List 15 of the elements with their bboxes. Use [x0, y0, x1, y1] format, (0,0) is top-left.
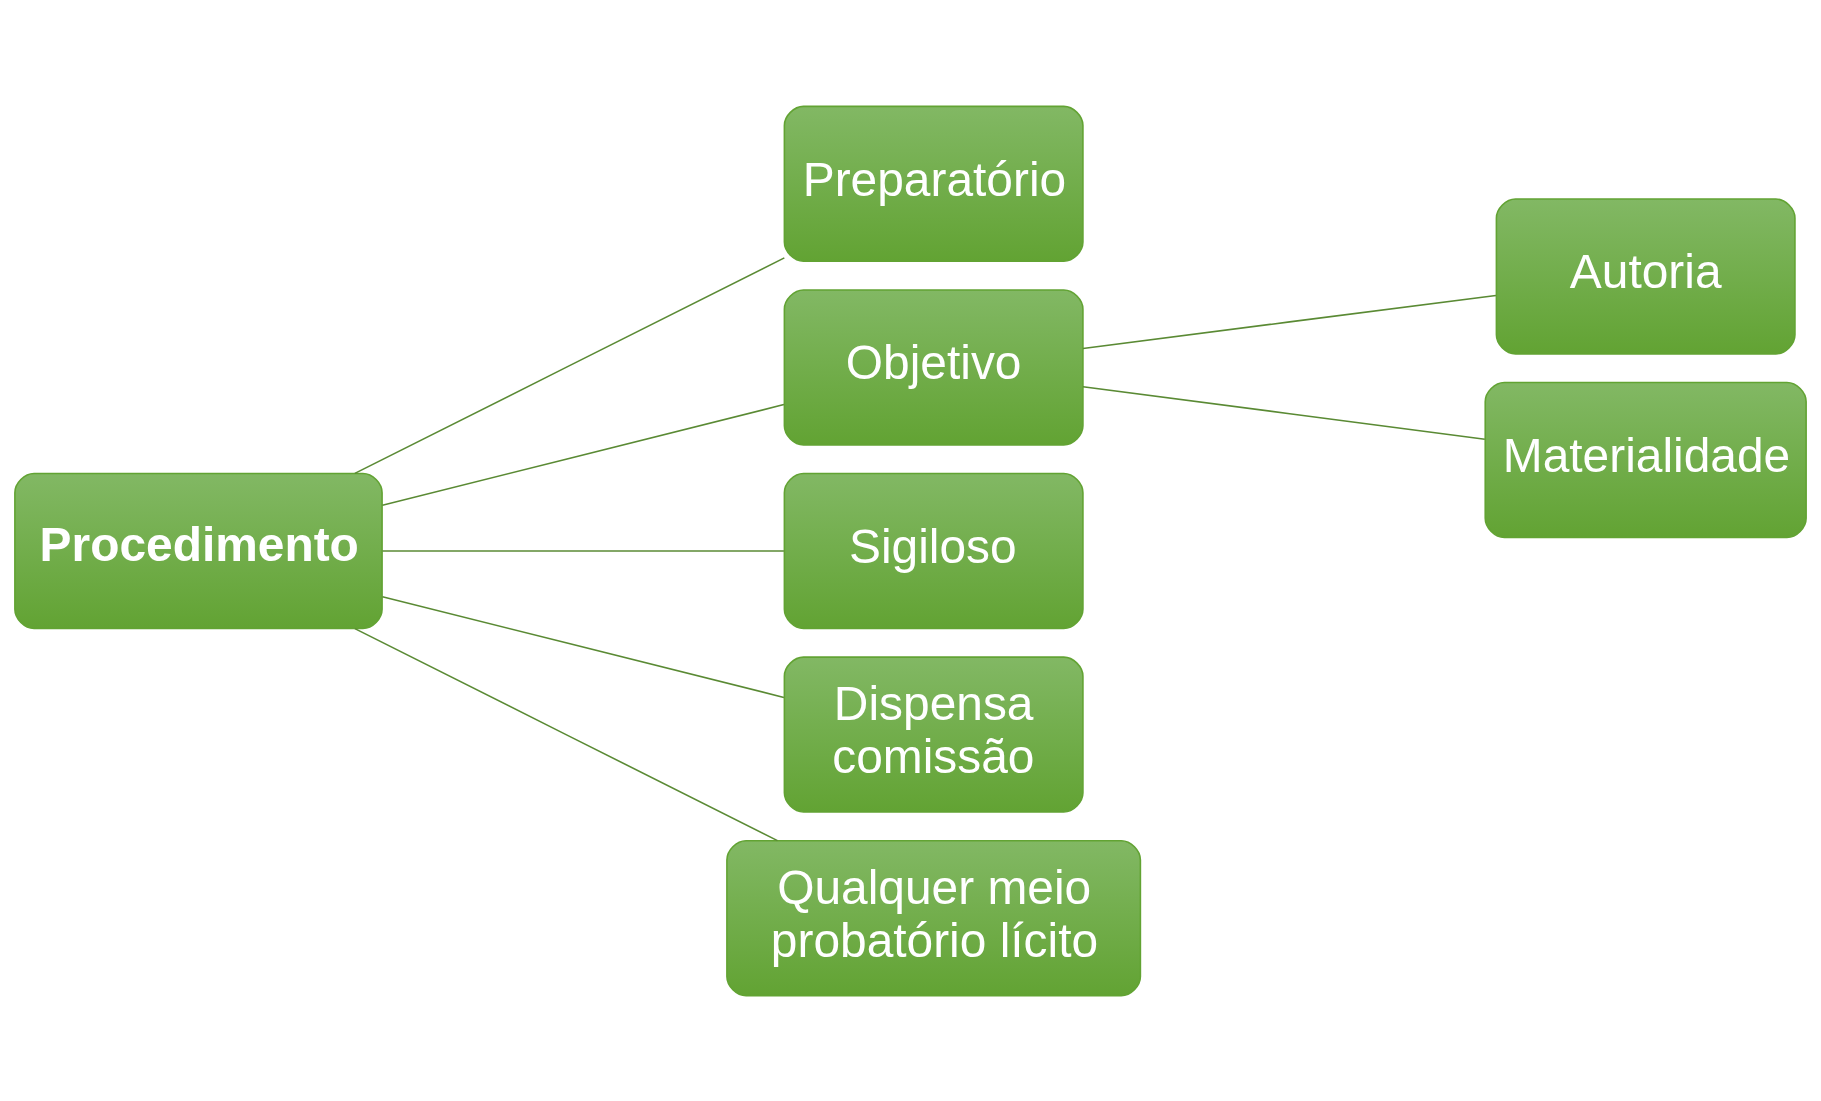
- node-box: Materialidade: [1484, 381, 1807, 538]
- node-box: Procedimento: [14, 472, 383, 629]
- connector: [1082, 294, 1497, 349]
- node-box: Dispensa comissão: [783, 655, 1084, 813]
- connector: [1082, 385, 1486, 440]
- node-box: Sigiloso: [783, 472, 1084, 629]
- node-box: Autoria: [1495, 197, 1796, 355]
- connector: [381, 403, 785, 506]
- connector: [354, 627, 779, 841]
- connector: [381, 595, 785, 698]
- connector: [354, 256, 786, 474]
- node-box: Preparatório: [783, 105, 1084, 262]
- node-box: Qualquer meio probatório lícito: [726, 839, 1142, 996]
- connector: [381, 549, 785, 552]
- node-box: Objetivo: [783, 288, 1084, 446]
